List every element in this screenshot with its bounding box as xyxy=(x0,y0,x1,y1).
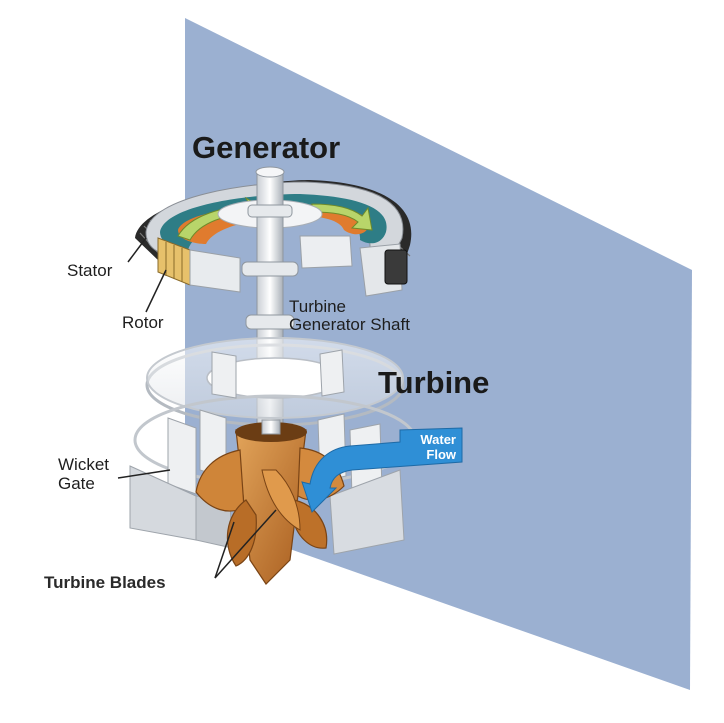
blade-left-low xyxy=(226,499,257,567)
housing-right-block xyxy=(329,469,405,555)
turbine-runner xyxy=(195,419,345,585)
leader-lines xyxy=(117,237,277,579)
turbine-housing xyxy=(129,337,417,555)
wicket-gate-vanes xyxy=(167,349,383,497)
water-flow-label-line2: Flow xyxy=(426,447,456,462)
water-flow-arrow xyxy=(301,427,463,513)
turbine-blades-label: Turbine Blades xyxy=(44,573,166,592)
shaft-label-line2: Generator Shaft xyxy=(289,315,410,334)
wicket-gate-label-line1: Wicket xyxy=(58,455,109,474)
stator-front-mid xyxy=(299,235,353,269)
turbine-label: Turbine xyxy=(378,365,490,400)
shaft-label-line1: Turbine xyxy=(289,297,347,316)
wicket-gate-label-line2: Gate xyxy=(58,474,95,493)
rotor-label: Rotor xyxy=(122,313,164,332)
blade-center xyxy=(261,469,301,531)
generator-assembly xyxy=(135,180,412,297)
blade-left xyxy=(195,449,245,512)
generator-label: Generator xyxy=(192,130,341,165)
stator-end-block xyxy=(384,249,408,285)
stator-front-left xyxy=(189,249,241,293)
stator-label: Stator xyxy=(67,261,113,280)
water-flow-label-line1: Water xyxy=(420,432,456,447)
rotation-arrow-right xyxy=(311,203,373,231)
